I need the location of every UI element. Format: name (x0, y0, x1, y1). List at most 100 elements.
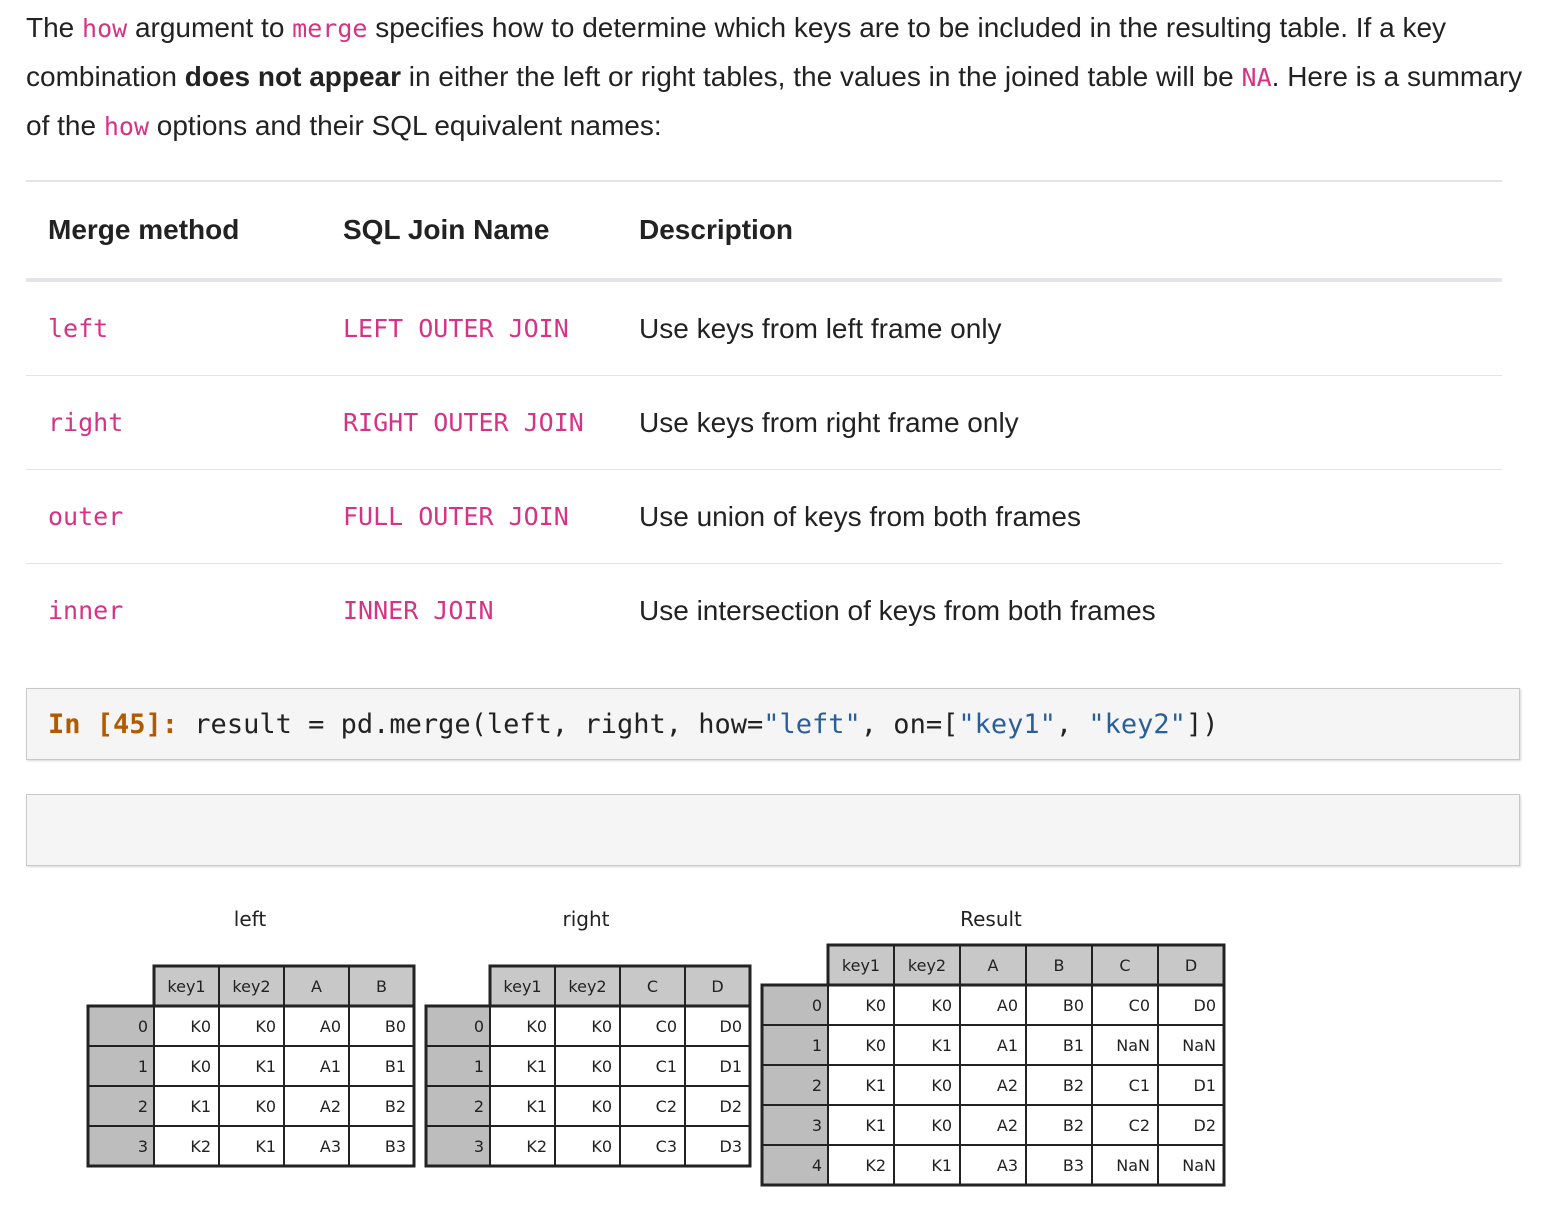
description-cell: Use intersection of keys from both frame… (639, 594, 1156, 626)
left-table-cell-value: K0 (255, 1017, 276, 1036)
right-table-cell-value: D1 (720, 1057, 743, 1076)
result-table-cell-value: A3 (997, 1156, 1018, 1175)
result-table-header-label: A (988, 956, 999, 975)
result-table-cell-value: NaN (1116, 1036, 1150, 1055)
result-table-cell-value: B1 (1063, 1036, 1084, 1055)
description-cell: Use keys from right frame only (617, 375, 1502, 470)
left-table-cell-value: B1 (385, 1057, 406, 1076)
result-table-index-label: 4 (812, 1156, 822, 1175)
result-table-cell-value: NaN (1182, 1036, 1216, 1055)
result-table-cell-value: K2 (865, 1156, 886, 1175)
left-table-index-label: 2 (138, 1097, 148, 1116)
right-table-cell-value: C3 (656, 1137, 677, 1156)
result-table-cell-value: A1 (997, 1036, 1018, 1055)
right-table-cell-value: D2 (720, 1097, 743, 1116)
result-table-cell-value: K1 (865, 1076, 886, 1095)
result-table-header-label: key1 (842, 956, 880, 975)
sql-join-cell: RIGHT OUTER JOIN (321, 375, 617, 470)
header-merge-method: Merge method (26, 180, 321, 282)
result-table-index-label: 0 (812, 996, 822, 1015)
right-table-header-label: D (711, 977, 723, 996)
right-table-index-cell (425, 1125, 491, 1167)
result-table-cell-value: A2 (997, 1116, 1018, 1135)
right-table-cell-value: K0 (591, 1137, 612, 1156)
code-input-cell[interactable]: In [45]: result = pd.merge(left, right, … (26, 688, 1520, 760)
left-table-title: left (234, 907, 267, 931)
result-table-cell-value: K1 (931, 1036, 952, 1055)
result-table-cell (959, 1104, 1027, 1146)
result-table-cell (827, 1064, 895, 1106)
merge-method-cell: right (26, 375, 321, 470)
bold-phrase: does not appear (184, 61, 402, 92)
right-table-index-label: 0 (474, 1017, 484, 1036)
result-table-cell-value: C2 (1129, 1116, 1150, 1135)
result-table-header-border (826, 943, 1226, 987)
result-table-cell-value: K0 (931, 996, 952, 1015)
right-table-title: right (563, 907, 610, 931)
result-table-cell-value: A2 (997, 1076, 1018, 1095)
left-table-cell (153, 1125, 220, 1167)
left-table-index-label: 1 (138, 1057, 148, 1076)
left-table-cell (153, 1005, 220, 1047)
result-table-cell (1157, 1024, 1225, 1066)
inline-code-how: how (82, 14, 128, 43)
right-table-header-label: key2 (568, 977, 606, 996)
right-table-header-label: C (647, 977, 658, 996)
right-table-cell-value: C2 (656, 1097, 677, 1116)
result-table-cell-value: K1 (865, 1116, 886, 1135)
result-table-header-cell (893, 944, 961, 986)
inline-code-how-2: how (103, 112, 149, 141)
right-table-cell (554, 1005, 621, 1047)
right-table-cell (684, 1085, 751, 1127)
left-table-index-label: 0 (138, 1017, 148, 1036)
right-table-cell-value: D0 (720, 1017, 743, 1036)
result-table-cell-value: NaN (1116, 1156, 1150, 1175)
right-table-cell (684, 1045, 751, 1087)
result-table-title: Result (960, 907, 1022, 931)
left-table-cell-value: K0 (190, 1017, 211, 1036)
left-table-header-label: A (311, 977, 322, 996)
table-row: outer FULL OUTER JOIN Use union of keys … (26, 469, 1502, 564)
table-row: inner INNER JOIN Use intersection of key… (26, 564, 1502, 658)
result-table-cell-value: K0 (931, 1076, 952, 1095)
left-table-cell-value: K2 (190, 1137, 211, 1156)
inline-code-merge: merge (292, 14, 368, 43)
result-table-cell-value: K0 (865, 1036, 886, 1055)
result-table-cell (1091, 1024, 1159, 1066)
result-table-header-cell (1157, 944, 1225, 986)
result-table-cell-value: B3 (1063, 1156, 1084, 1175)
result-table-cell-value: B2 (1063, 1116, 1084, 1135)
left-table-header-label: key1 (167, 977, 205, 996)
description-cell: Use keys from left frame only (617, 280, 1502, 376)
right-table-cell (489, 1085, 556, 1127)
left-table-cell (218, 1125, 285, 1167)
left-table-index-label: 3 (138, 1137, 148, 1156)
result-table-cell-value: B0 (1063, 996, 1084, 1015)
right-table-cell-value: K1 (526, 1097, 547, 1116)
code-output-cell (26, 794, 1520, 866)
right-table-header-border (488, 964, 752, 1008)
right-table-index-label: 3 (474, 1137, 484, 1156)
left-table-header-label: B (376, 977, 387, 996)
result-table-header-cell (1025, 944, 1093, 986)
left-table-cell (283, 1005, 350, 1047)
left-table-cell (348, 1045, 415, 1087)
left-table-cell (283, 1125, 350, 1167)
result-table-cell-value: NaN (1182, 1156, 1216, 1175)
right-table-cell (489, 1045, 556, 1087)
result-table-cell-value: D1 (1194, 1076, 1217, 1095)
table-row: right RIGHT OUTER JOIN Use keys from rig… (26, 375, 1502, 470)
result-table-cell-value: K1 (931, 1156, 952, 1175)
right-table-cell-value: K1 (526, 1057, 547, 1076)
right-table-cell-value: K0 (591, 1057, 612, 1076)
merge-method-cell: outer (26, 469, 321, 564)
header-description: Description (617, 180, 1502, 282)
left-table-cell (218, 1045, 285, 1087)
header-sql-join-name: SQL Join Name (321, 180, 617, 282)
description-cell: Use union of keys from both frames (617, 469, 1502, 564)
result-table-header-label: key2 (908, 956, 946, 975)
result-table-cell-value: A0 (997, 996, 1018, 1015)
left-table-header-border (152, 964, 416, 1008)
result-table-cell-value: C1 (1129, 1076, 1150, 1095)
